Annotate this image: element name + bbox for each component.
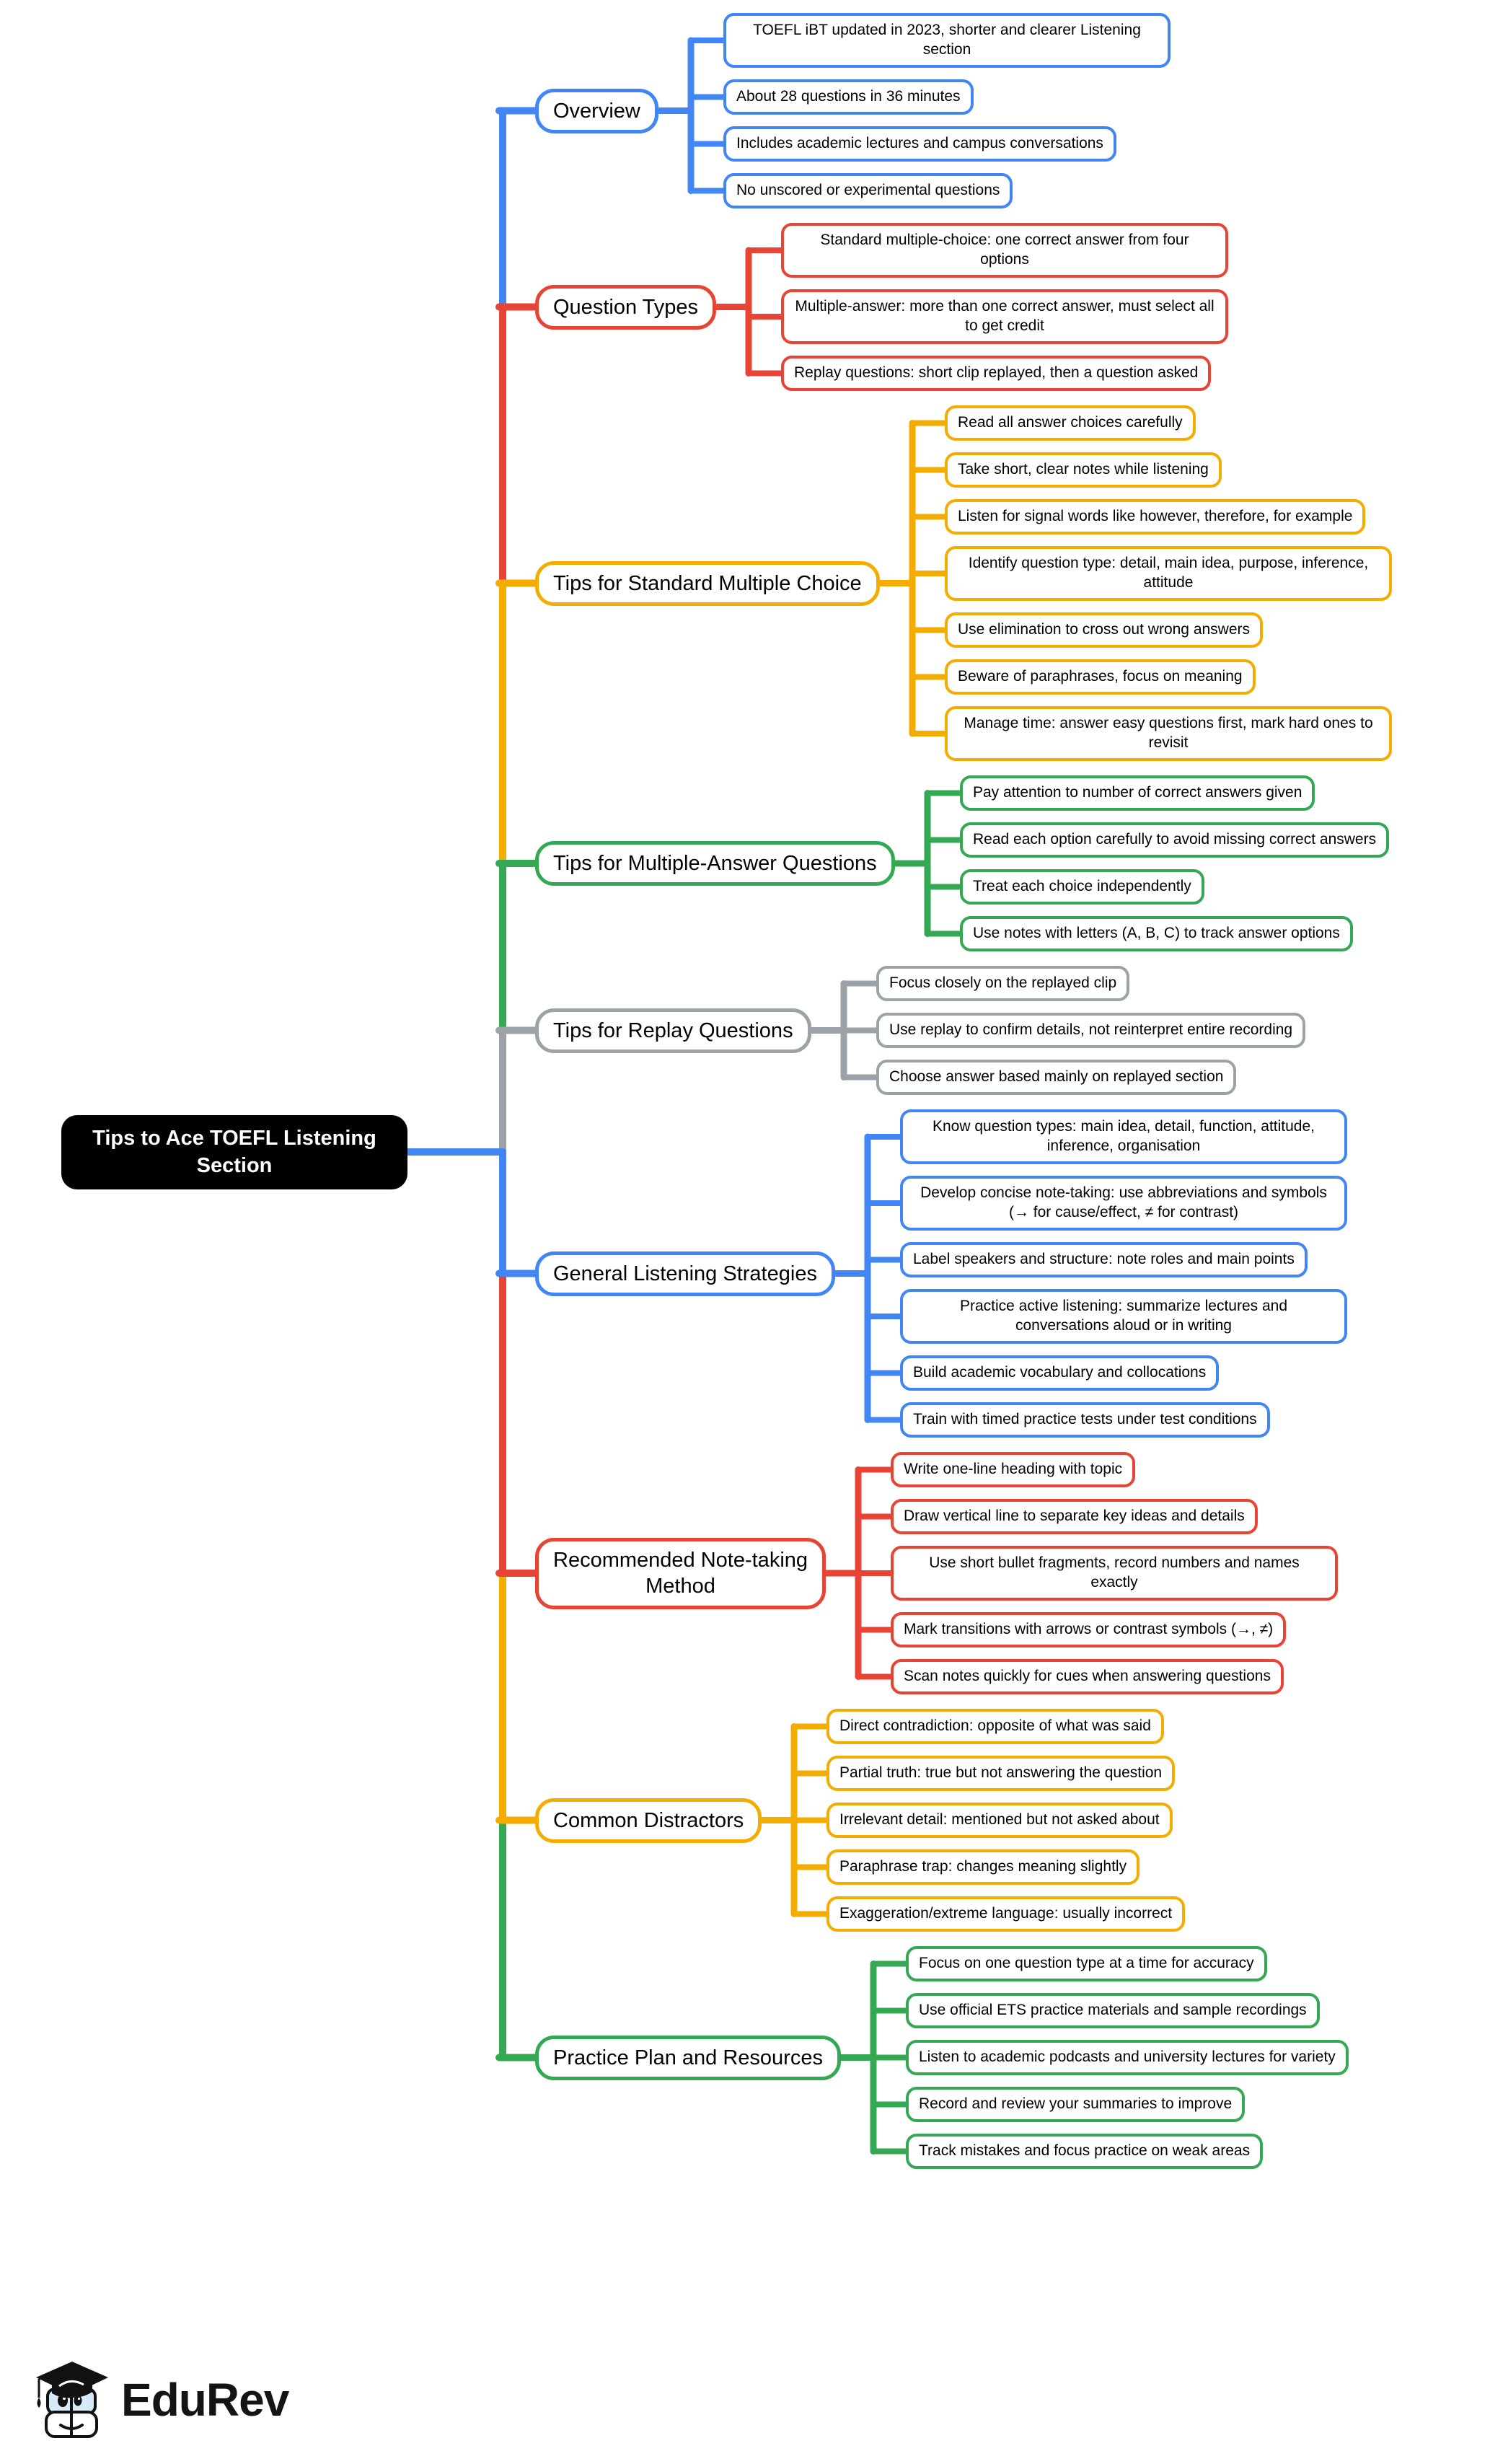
- leaf-node: Standard multiple-choice: one correct an…: [781, 223, 1228, 278]
- leaf-node: Use official ETS practice materials and …: [906, 1993, 1320, 2028]
- leaf-node: Read all answer choices carefully: [945, 405, 1196, 441]
- leaf-node: Develop concise note-taking: use abbrevi…: [900, 1176, 1347, 1231]
- leaf-node: Use elimination to cross out wrong answe…: [945, 612, 1264, 648]
- leaf-node: TOEFL iBT updated in 2023, shorter and c…: [723, 13, 1171, 68]
- leaf-node: Beware of paraphrases, focus on meaning: [945, 659, 1256, 695]
- leaf-node: Identify question type: detail, main ide…: [945, 546, 1392, 601]
- leaf-node: Build academic vocabulary and collocatio…: [900, 1355, 1220, 1391]
- leaf-node: Pay attention to number of correct answe…: [960, 775, 1315, 811]
- leaf-node: Use replay to confirm details, not reint…: [876, 1013, 1306, 1048]
- leaf-node: Exaggeration/extreme language: usually i…: [826, 1896, 1186, 1932]
- leaf-node: Practice active listening: summarize lec…: [900, 1289, 1347, 1344]
- branch-tips-for-multiple-answer-questions: Tips for Multiple-Answer Questions: [535, 841, 895, 886]
- leaf-node: Read each option carefully to avoid miss…: [960, 822, 1390, 858]
- branch-tips-for-replay-questions: Tips for Replay Questions: [535, 1008, 811, 1054]
- edurev-logo-icon: [36, 2362, 108, 2438]
- brand-name: EduRev: [121, 2374, 289, 2426]
- leaf-node: Replay questions: short clip replayed, t…: [781, 356, 1212, 391]
- leaf-node: Track mistakes and focus practice on wea…: [906, 2134, 1264, 2169]
- leaf-node: Use notes with letters (A, B, C) to trac…: [960, 916, 1353, 951]
- brand-footer: EduRev: [30, 2357, 289, 2442]
- leaf-node: Record and review your summaries to impr…: [906, 2087, 1246, 2122]
- leaf-node: Train with timed practice tests under te…: [900, 1402, 1270, 1438]
- root-topic: Tips to Ace TOEFL Listening Section: [61, 1115, 407, 1190]
- leaf-node: Direct contradiction: opposite of what w…: [826, 1709, 1164, 1744]
- leaf-node: About 28 questions in 36 minutes: [723, 79, 974, 115]
- leaf-node: Choose answer based mainly on replayed s…: [876, 1060, 1237, 1095]
- branch-overview: Overview: [535, 89, 658, 134]
- leaf-node: Mark transitions with arrows or contrast…: [891, 1612, 1287, 1647]
- branch-practice-plan-and-resources: Practice Plan and Resources: [535, 2036, 841, 2081]
- leaf-node: Focus closely on the replayed clip: [876, 966, 1130, 1001]
- branch-recommended-note-taking-method: Recommended Note-taking Method: [535, 1538, 826, 1609]
- leaf-node: Write one-line heading with topic: [891, 1452, 1136, 1487]
- leaf-node: Focus on one question type at a time for…: [906, 1946, 1267, 1981]
- branch-general-listening-strategies: General Listening Strategies: [535, 1251, 835, 1297]
- leaf-node: Label speakers and structure: note roles…: [900, 1242, 1308, 1277]
- leaf-node: Paraphrase trap: changes meaning slightl…: [826, 1849, 1140, 1885]
- leaf-node: Listen to academic podcasts and universi…: [906, 2040, 1349, 2075]
- leaf-node: Take short, clear notes while listening: [945, 452, 1222, 488]
- leaf-node: Includes academic lectures and campus co…: [723, 126, 1116, 162]
- leaf-node: Treat each choice independently: [960, 869, 1204, 905]
- leaf-node: Multiple-answer: more than one correct a…: [781, 289, 1228, 344]
- leaf-node: No unscored or experimental questions: [723, 173, 1013, 208]
- leaf-node: Know question types: main idea, detail, …: [900, 1109, 1347, 1164]
- branch-tips-for-standard-multiple-choice: Tips for Standard Multiple Choice: [535, 561, 880, 607]
- leaf-node: Partial truth: true but not answering th…: [826, 1756, 1176, 1791]
- leaf-node: Use short bullet fragments, record numbe…: [891, 1546, 1338, 1601]
- leaf-node: Irrelevant detail: mentioned but not ask…: [826, 1803, 1173, 1838]
- leaf-node: Listen for signal words like however, th…: [945, 499, 1366, 534]
- leaf-node: Draw vertical line to separate key ideas…: [891, 1499, 1258, 1534]
- branch-question-types: Question Types: [535, 285, 716, 330]
- branch-common-distractors: Common Distractors: [535, 1798, 762, 1844]
- leaf-node: Manage time: answer easy questions first…: [945, 706, 1392, 761]
- leaf-node: Scan notes quickly for cues when answeri…: [891, 1659, 1284, 1694]
